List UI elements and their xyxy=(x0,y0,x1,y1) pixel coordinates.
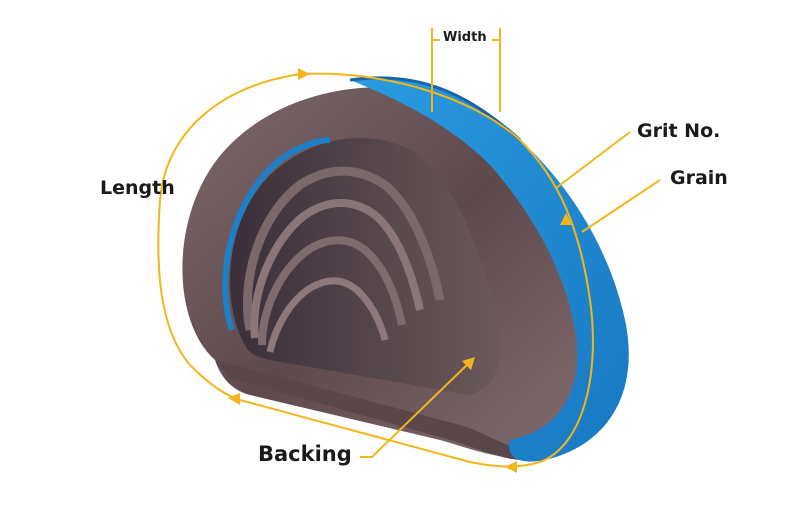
length-arrow-top xyxy=(298,68,310,80)
grit-label: Grit No. xyxy=(637,120,721,142)
blue-grain-surface xyxy=(350,77,629,462)
inner-blue-edge xyxy=(222,137,331,331)
arrow-heads xyxy=(228,68,572,473)
length-arrow-bottom xyxy=(228,393,240,405)
backing-pointer-line xyxy=(360,361,471,458)
length-arrow-right xyxy=(560,213,572,225)
inner-belt-3 xyxy=(258,236,406,346)
grit-pointer-line xyxy=(555,131,631,189)
inner-belt-4 xyxy=(266,277,389,353)
grain-pointer-line xyxy=(581,179,661,233)
belt-stack xyxy=(182,76,629,462)
backing-label: Backing xyxy=(258,442,352,466)
length-arc xyxy=(157,72,594,468)
length-label: Length xyxy=(100,177,175,199)
backing-arrow xyxy=(462,357,475,370)
belt-bottom-strip xyxy=(215,360,520,460)
inner-belt-2 xyxy=(250,199,424,339)
width-label: Width xyxy=(441,30,489,45)
belt-inner-hollow xyxy=(230,137,502,396)
grain-label: Grain xyxy=(670,167,728,189)
length-arrow-bottom-right xyxy=(505,461,517,473)
annotations xyxy=(157,28,661,468)
inner-belt-1 xyxy=(242,166,445,331)
